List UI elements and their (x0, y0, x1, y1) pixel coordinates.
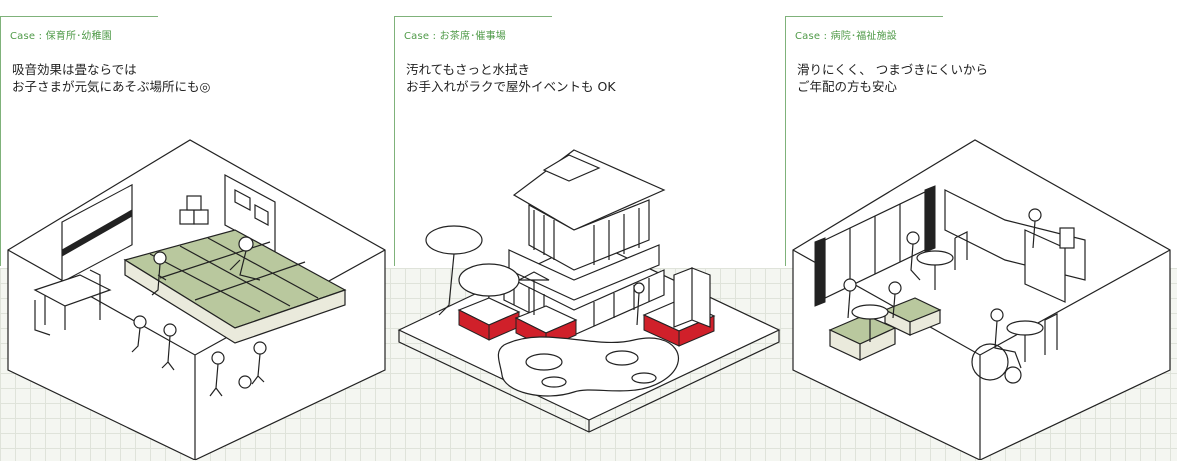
case-label-underline (394, 16, 552, 17)
case-label-underline (785, 16, 943, 17)
case-description-line: ご年配の方も安心 (797, 79, 898, 94)
case-description-line: お子さまが元気にあそぶ場所にも◎ (12, 79, 211, 94)
case-divider-line (394, 16, 395, 266)
case-label: Case : 病院･福祉施設 (795, 31, 897, 42)
case-description-line: 吸音効果は畳ならでは (12, 62, 137, 77)
case-nursery: Case : 保育所･幼稚園 吸音効果は畳ならでは お子さまが元気にあそぶ場所に… (0, 0, 390, 461)
case-divider-line (0, 16, 1, 266)
case-divider-line (785, 16, 786, 266)
case-description-line: 汚れてもさっと水拭き (406, 62, 531, 77)
nursery-illustration (7, 139, 386, 460)
case-description: 吸音効果は畳ならでは お子さまが元気にあそぶ場所にも◎ (12, 61, 210, 95)
case-description-line: お手入れがラクで屋外イベントも OK (406, 79, 616, 94)
case-tea-ceremony: Case : お茶席･催事場 汚れてもさっと水拭き お手入れがラクで屋外イベント… (394, 0, 784, 461)
case-label: Case : お茶席･催事場 (404, 31, 506, 42)
case-description: 滑りにくく、 つまづきにくいから ご年配の方も安心 (797, 61, 988, 95)
case-description-line: 滑りにくく、 つまづきにくいから (797, 62, 988, 77)
case-description: 汚れてもさっと水拭き お手入れがラクで屋外イベントも OK (406, 61, 616, 95)
case-label: Case : 保育所･幼稚園 (10, 31, 112, 42)
tea-ceremony-illustration (397, 149, 781, 433)
hospital-illustration (792, 139, 1171, 460)
case-label-underline (0, 16, 158, 17)
case-hospital-welfare: Case : 病院･福祉施設 滑りにくく、 つまづきにくいから ご年配の方も安心 (785, 0, 1175, 461)
